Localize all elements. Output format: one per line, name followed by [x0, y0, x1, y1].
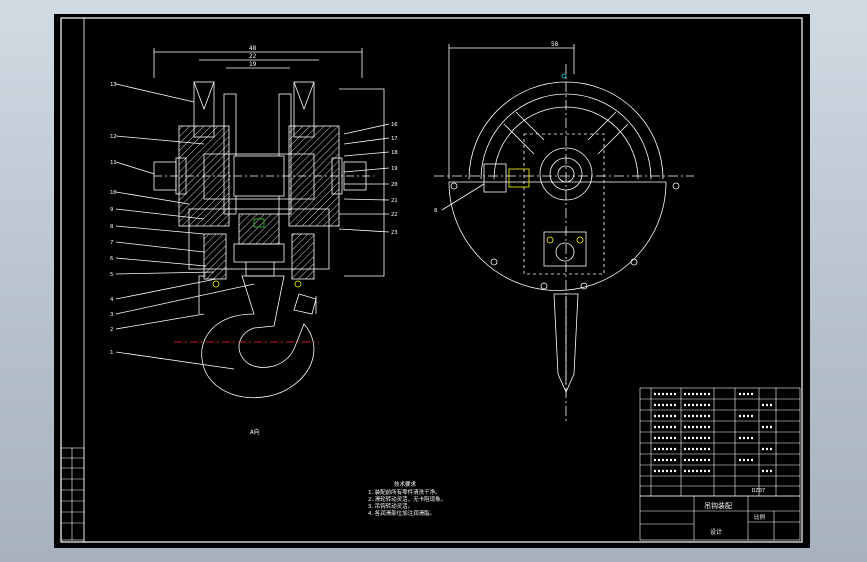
drawing-sheet: 48 22 19 58 13 12 11 10 9 8 7 6 5 4 3 2 … [54, 14, 810, 548]
leader-number: 17 [391, 136, 398, 142]
title-block-label-right: 比例 [754, 513, 766, 521]
title-block [639, 495, 801, 541]
notes-line: 4.各润滑部位加注润滑脂。 [368, 509, 435, 517]
leader-number: 20 [391, 182, 398, 188]
leader-numbers-right: 16 17 18 19 20 21 22 23 [391, 122, 398, 236]
leader-number: 11 [110, 160, 117, 166]
leader-number: 10 [110, 190, 117, 196]
front-view [115, 48, 390, 399]
leader-number: 12 [110, 134, 117, 140]
leader-number: 4 [110, 297, 114, 303]
notes-line: 1.装配前所有零件清洗干净。 [368, 488, 441, 496]
leader-number: 7 [110, 240, 113, 246]
dimension-crosshead: 19 [249, 61, 257, 68]
side-view [434, 44, 694, 424]
leader-number: 3 [110, 312, 113, 318]
leader-number: 1 [110, 350, 113, 356]
title-block-label-left: 设计 [710, 528, 722, 536]
parts-list [639, 387, 801, 497]
leader-number: 2 [110, 327, 113, 333]
drawing-name: 吊钩装配 [704, 501, 732, 510]
leader-number: 13 [110, 82, 117, 88]
dimension-inner: 22 [249, 53, 257, 60]
dimension-overall: 48 [249, 45, 257, 52]
leader-number-side: 8 [434, 208, 437, 214]
leader-number: 5 [110, 272, 113, 278]
leader-number: 18 [391, 150, 398, 156]
notes-line: 2.滑轮转动灵活，无卡阻现象。 [368, 495, 446, 503]
view-label: A向 [250, 428, 260, 436]
leader-number: 19 [391, 166, 398, 172]
notes-line: 3.吊钩转动灵活。 [368, 502, 413, 510]
leader-number: 22 [391, 212, 398, 218]
leader-number: 6 [110, 256, 113, 262]
technical-notes: 技术要求 1.装配前所有零件清洗干净。 2.滑轮转动灵活，无卡阻现象。 3.吊钩… [368, 480, 446, 517]
leader-number: 8 [110, 224, 113, 230]
leader-numbers-left: 13 12 11 10 9 8 7 6 5 4 3 2 1 [110, 82, 117, 356]
binding-margin-box [60, 447, 85, 541]
leader-number: 9 [110, 207, 113, 213]
drawing-code: DZ07 [752, 488, 765, 494]
leader-number: 23 [391, 230, 398, 236]
border-frame [83, 17, 803, 543]
notes-title: 技术要求 [394, 480, 417, 488]
leader-number: 16 [391, 122, 398, 128]
dimension-side: 58 [551, 41, 559, 48]
cad-drawing: 48 22 19 58 13 12 11 10 9 8 7 6 5 4 3 2 … [60, 17, 803, 543]
leader-number: 21 [391, 198, 398, 204]
